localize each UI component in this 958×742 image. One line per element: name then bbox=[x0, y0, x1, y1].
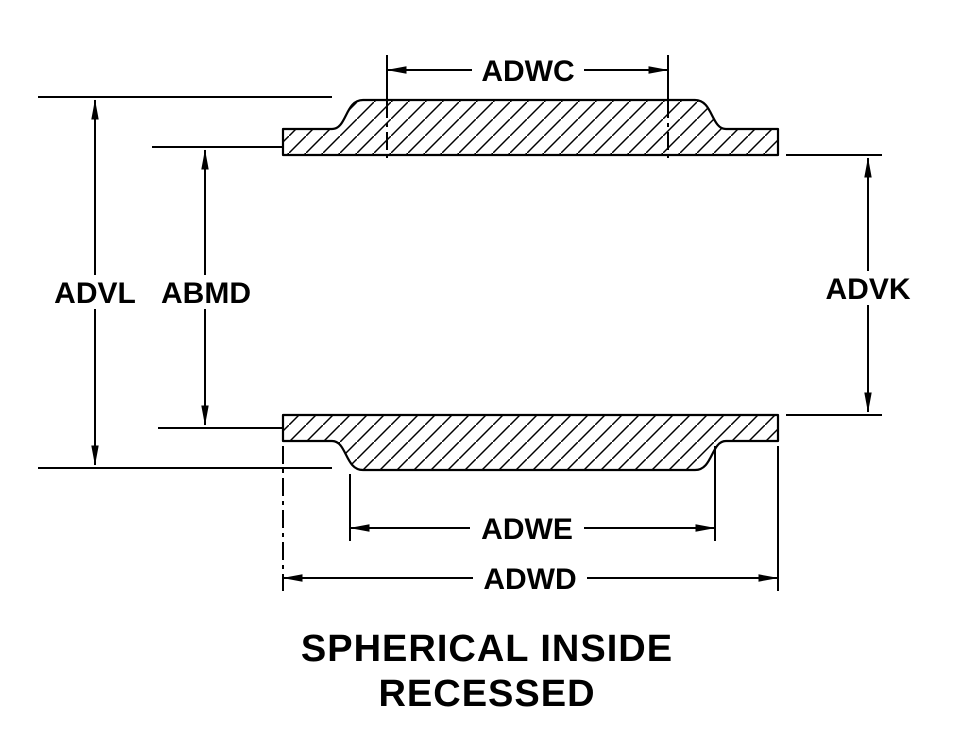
abmd-label-background bbox=[156, 275, 256, 309]
advl-label-background bbox=[46, 275, 144, 309]
adwc-label: ADWC bbox=[481, 55, 574, 88]
dimension-advk: ADVK bbox=[786, 154, 918, 416]
drawing-title: SPHERICAL INSIDE RECESSED bbox=[301, 628, 673, 715]
dimension-adwc: ADWC bbox=[386, 54, 669, 158]
bushing-cross-section bbox=[281, 98, 780, 472]
abmd-label: ABMD bbox=[161, 277, 251, 310]
advk-label-background bbox=[818, 271, 918, 305]
advk-label: ADVK bbox=[825, 273, 910, 306]
adwc-label-background bbox=[472, 54, 584, 86]
adwd-label: ADWD bbox=[483, 563, 576, 596]
lower-wall-section bbox=[281, 413, 780, 472]
title-line-2: RECESSED bbox=[378, 673, 595, 715]
dimension-abmd: ABMD bbox=[152, 146, 282, 429]
title-line-1: SPHERICAL INSIDE bbox=[301, 628, 673, 670]
adwe-label: ADWE bbox=[481, 513, 573, 546]
advl-label: ADVL bbox=[54, 277, 136, 310]
adwe-label-background bbox=[470, 512, 584, 544]
dimension-adwe: ADWE bbox=[349, 446, 716, 546]
dimension-adwd: ADWD bbox=[282, 446, 779, 596]
adwd-label-background bbox=[473, 562, 587, 594]
upper-wall-section bbox=[281, 98, 780, 157]
dimension-advl: ADVL bbox=[38, 96, 332, 469]
